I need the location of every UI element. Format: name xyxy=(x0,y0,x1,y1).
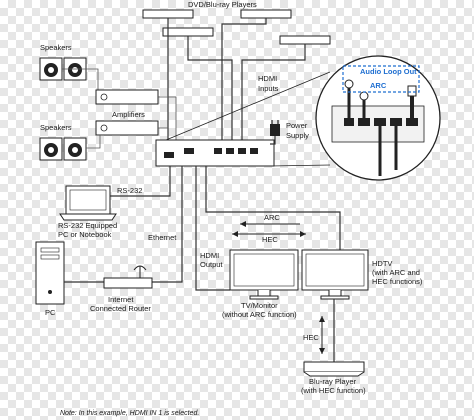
speaker-icon xyxy=(39,57,63,81)
hdmi-output-label-1: HDMI xyxy=(200,251,219,260)
rs232-cable xyxy=(110,166,171,197)
amplifier-1 xyxy=(95,89,159,105)
hdtv-label-1: HDTV xyxy=(372,259,392,268)
arc-inset-label: ARC xyxy=(370,81,387,90)
ethernet-label: Ethernet xyxy=(148,233,177,242)
bluray-player-icon xyxy=(303,361,365,377)
dvd-players-label: DVD/Blu-ray Players xyxy=(188,0,257,9)
connector-detail-inset xyxy=(315,55,441,181)
hdtv-icon xyxy=(301,249,369,300)
power-plug-icon xyxy=(270,120,280,136)
arc-arrow-label: ARC xyxy=(264,213,280,222)
hdmi-output-cable-1 xyxy=(195,166,230,291)
pc-label: PC xyxy=(45,308,56,317)
speakers-top-label: Speakers xyxy=(40,43,72,52)
tv-monitor-label-1: TV/Monitor xyxy=(241,301,278,310)
hdmi-output-cable-2 xyxy=(205,166,341,250)
tv-monitor-label-2: (without ARC function) xyxy=(222,310,297,319)
hec-vertical-label: HEC xyxy=(303,333,319,342)
audio-loop-out-label: Audio Loop Out xyxy=(360,67,417,76)
hdmi-output-label-2: Output xyxy=(200,260,223,269)
router-icon xyxy=(103,265,153,289)
speakers-bottom-label: Speakers xyxy=(40,123,72,132)
pc-tower-icon xyxy=(35,241,65,305)
hdmi-cable-4 xyxy=(241,44,306,140)
footnote: Note: In this example, HDMI IN 1 is sele… xyxy=(60,410,199,417)
speaker-icon xyxy=(63,137,87,161)
bluray-label-2: (with HEC function) xyxy=(301,386,366,395)
laptop-icon xyxy=(59,185,117,221)
dvd-player-2 xyxy=(240,9,292,19)
dvd-player-1 xyxy=(142,9,194,19)
amplifiers-label: Amplifiers xyxy=(112,110,145,119)
dvd-player-4 xyxy=(279,35,331,45)
amplifier-2 xyxy=(95,120,159,136)
hdmi-cable-3 xyxy=(187,36,233,140)
hdmi-cable-2 xyxy=(221,18,267,140)
router-label-2: Connected Router xyxy=(90,304,151,313)
hec-arrow-label: HEC xyxy=(262,235,278,244)
arc-arrow-icon xyxy=(240,221,246,227)
power-supply-label-1: Power xyxy=(286,121,308,130)
hdmi-inputs-label-1: HDMI xyxy=(258,74,277,83)
bluray-label-1: Blu-ray Player xyxy=(309,377,357,386)
ethernet-cable xyxy=(150,166,183,283)
hdmi-inputs-label-2: Inputs xyxy=(258,84,279,93)
power-supply-label-2: Supply xyxy=(286,131,309,140)
pc-notebook-label-2: PC or Notebook xyxy=(58,230,112,239)
pc-notebook-label-1: RS-232 Equipped xyxy=(58,221,117,230)
router-label-1: Internet xyxy=(108,295,134,304)
rs232-label: RS-232 xyxy=(117,186,142,195)
dvd-player-3 xyxy=(162,27,214,37)
hdtv-label-2: (with ARC and xyxy=(372,268,420,277)
speaker-icon xyxy=(39,137,63,161)
hdtv-label-3: HEC functions) xyxy=(372,277,423,286)
tv-monitor-icon xyxy=(229,249,299,300)
audio-loop-out-highlight xyxy=(342,65,420,93)
